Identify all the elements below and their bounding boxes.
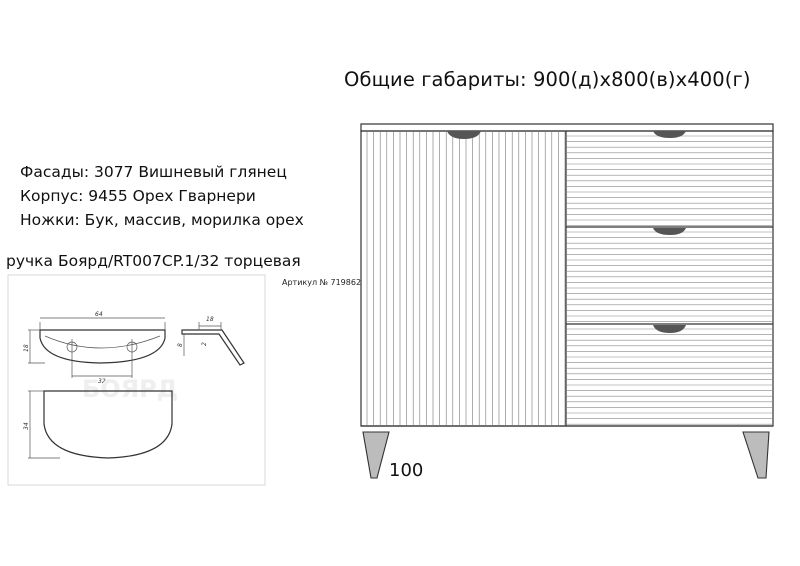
handle-side-width-dim: 18 <box>206 316 214 323</box>
handle-side-depth-dim: 8 <box>177 343 184 347</box>
cabinet-top-panel <box>360 123 774 132</box>
drawer-handle-3 <box>653 325 686 333</box>
leg-left <box>362 431 390 479</box>
overall-dimensions: Общие габариты: 900(д)x800(в)x400(г) <box>344 68 751 91</box>
leg-right <box>742 431 770 479</box>
handle-side-small-dim: 2 <box>201 342 208 346</box>
drawer-grooves <box>566 135 773 425</box>
handle-front-view: 34 <box>23 390 173 459</box>
cabinet-drawing <box>360 123 774 479</box>
body-material: Корпус: 9455 Орех Гварнери <box>20 187 256 205</box>
door-grooves <box>366 131 566 426</box>
handle-width-dim: 64 <box>95 311 103 318</box>
handle-side-view: 18 8 2 <box>177 316 245 366</box>
handle-article: Артикул № 719862 <box>282 278 362 287</box>
handle-watermark: БОЯРД <box>82 375 178 403</box>
handle-height-dim: 18 <box>23 344 30 352</box>
drawer-handle-1 <box>653 131 686 138</box>
handle-top-view: 64 32 18 <box>23 311 166 385</box>
handle-front-dim: 34 <box>23 422 30 430</box>
drawer-handle-2 <box>653 228 686 235</box>
leg-height-label: 100 <box>389 460 424 481</box>
handle-title: ручка Боярд/RT007CP.1/32 торцевая <box>6 252 301 270</box>
door-handle <box>447 131 481 139</box>
handle-center-dim: 32 <box>98 378 106 385</box>
legs-material: Ножки: Бук, массив, морилка орех <box>20 211 304 229</box>
handle-drawing-frame <box>7 274 266 486</box>
facades-material: Фасады: 3077 Вишневый глянец <box>20 163 287 181</box>
